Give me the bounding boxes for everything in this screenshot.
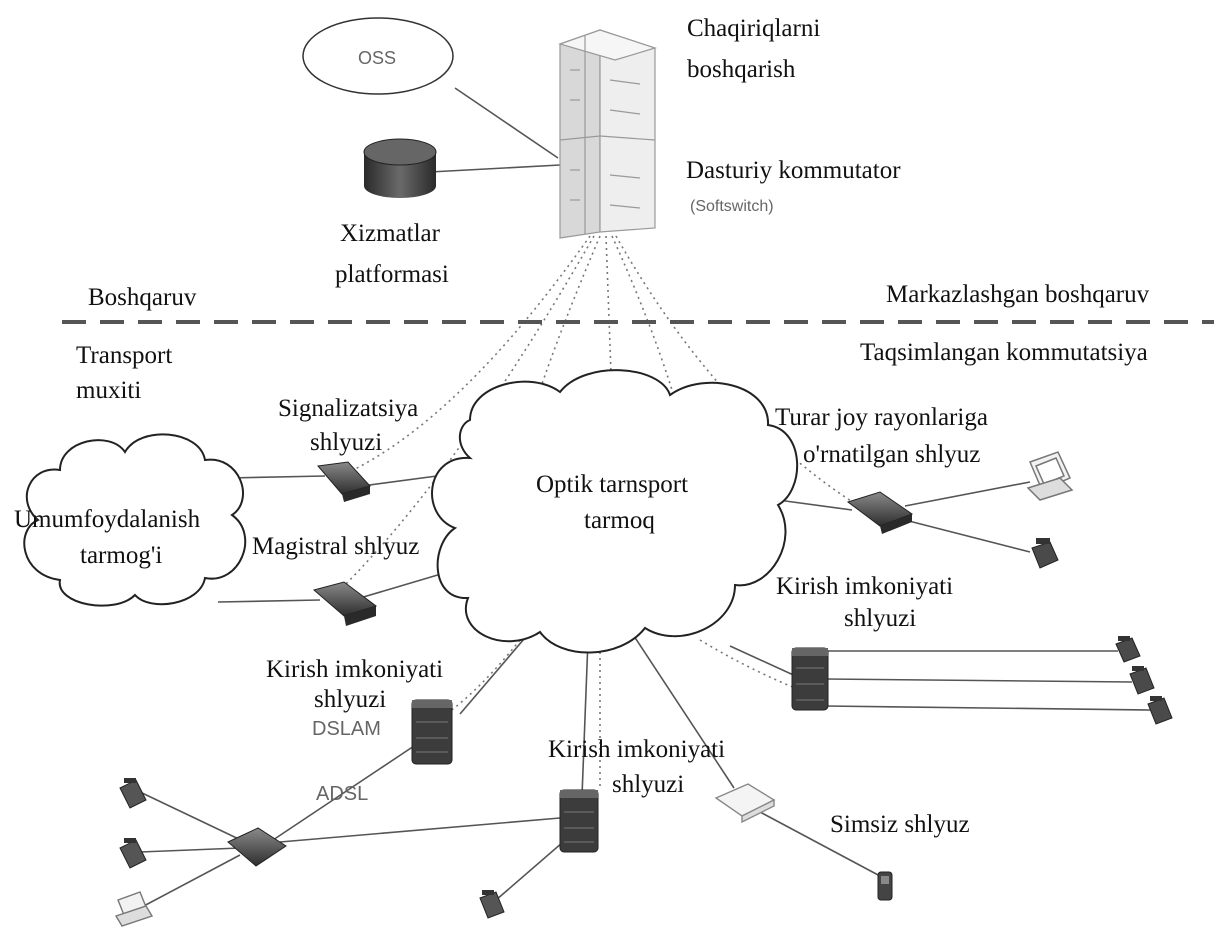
- signaling-gateway-icon: [317, 461, 371, 502]
- access-gateway-right-label-line2: shlyuzi: [844, 605, 917, 632]
- telephone-icon-right-3: [1147, 696, 1173, 725]
- adsl-label: ADSL: [316, 783, 369, 805]
- dotted-cloud-access-right: [699, 639, 801, 691]
- line-ar-phone3: [824, 705, 1151, 711]
- access-gateway-bottom-label-line2: shlyuzi: [612, 771, 685, 798]
- wireless-gateway-label: Simsiz shlyuz: [830, 811, 970, 838]
- oss-label: OSS: [358, 48, 397, 68]
- access-gateway-right-server-icon: [791, 647, 829, 711]
- telephone-icon-left-2: [119, 838, 147, 869]
- softswitch-sub-label: (Softswitch): [690, 198, 774, 215]
- call-control-label-line1: Chaqiriqlarni: [687, 15, 821, 42]
- line-modem-access-bottom: [279, 817, 561, 843]
- optical-network-label-line1: Optik tarnsport: [536, 471, 689, 498]
- residential-gateway-label-line2: o'rnatilgan shlyuz: [803, 441, 981, 468]
- line-modem-phone1: [139, 791, 246, 843]
- softswitch-server-icon: [558, 29, 658, 239]
- access-gateway-right-label-line1: Kirish imkoniyati: [776, 573, 954, 600]
- softswitch-name-label: Dasturiy kommutator: [686, 157, 901, 184]
- trunk-gateway-label: Magistral shlyuz: [252, 533, 420, 560]
- services-platform-cylinder-icon: [363, 138, 437, 198]
- telephone-icon-right-2: [1129, 666, 1155, 695]
- line-cloud-dslam: [459, 631, 531, 715]
- residential-gateway-label-line1: Turar joy rayonlariga: [775, 404, 988, 431]
- services-platform-label-line2: platformasi: [335, 261, 449, 288]
- dotted-softswitch-cloud-1: [539, 235, 601, 391]
- telephone-icon-residential: [1031, 538, 1059, 569]
- signaling-gateway-label-line1: Signalizatsiya: [278, 395, 419, 422]
- line-modem-phone3: [139, 854, 241, 909]
- connection-lines: [139, 87, 1151, 909]
- line-pstn-trunk: [217, 599, 321, 603]
- dotted-softswitch-cloud-3: [611, 235, 673, 391]
- computer-icon-left: [114, 891, 154, 927]
- dslam-label: DSLAM: [312, 718, 381, 740]
- mobile-phone-icon: [877, 871, 893, 901]
- access-gateway-bottom-server-icon: [559, 789, 599, 853]
- pstn-label-line1: Umumfoydalanish: [14, 506, 201, 533]
- dotted-cloud-dslam: [444, 639, 521, 716]
- line-res-pc: [904, 481, 1031, 507]
- residential-gateway-icon: [846, 491, 914, 534]
- line-wireless-mobile: [759, 811, 881, 877]
- line-dslam-modem: [269, 741, 421, 843]
- centralized-control-label: Markazlashgan boshqaruv: [886, 281, 1150, 308]
- optical-transport-cloud: [431, 369, 798, 654]
- line-cloud-access-bottom: [581, 639, 589, 797]
- line-access-bottom-phone: [495, 835, 571, 901]
- trunk-gateway-icon: [312, 581, 378, 626]
- dslam-server-icon: [411, 699, 453, 765]
- line-res-phone: [904, 519, 1031, 553]
- oss-ellipse: [302, 17, 454, 95]
- pstn-label-line2: tarmog'i: [80, 542, 163, 569]
- adsl-modem-icon: [227, 827, 287, 867]
- optical-network-label-line2: tarmoq: [584, 507, 655, 534]
- access-gateway-left-label-line2: shlyuzi: [314, 686, 387, 713]
- line-cloud-residential: [777, 499, 853, 511]
- line-pstn-signaling: [227, 475, 326, 479]
- line-cloud-wireless: [629, 629, 735, 789]
- access-gateway-bottom-label-line1: Kirish imkoniyati: [548, 736, 726, 763]
- access-gateway-left-label-line1: Kirish imkoniyati: [266, 656, 444, 683]
- telephone-icon-left-1: [119, 778, 147, 809]
- distributed-switching-label: Taqsimlangan kommutatsiya: [860, 339, 1148, 366]
- transport-label-line1: Transport: [76, 342, 173, 369]
- telephone-icon-bottom: [479, 890, 505, 919]
- line-cloud-access-right: [729, 645, 801, 679]
- computer-icon: [1026, 451, 1074, 501]
- line-oss-softswitch: [454, 87, 559, 159]
- transport-label-line2: muxiti: [76, 377, 142, 404]
- line-modem-phone2: [139, 847, 241, 853]
- control-label: Boshqaruv: [88, 284, 197, 311]
- signaling-gateway-label-line2: shlyuzi: [310, 429, 383, 456]
- dotted-softswitch-residential: [615, 235, 866, 511]
- line-ar-phone2: [824, 678, 1133, 683]
- services-platform-label-line1: Xizmatlar: [340, 220, 440, 247]
- call-control-label-line2: boshqarish: [687, 56, 796, 83]
- line-services-softswitch: [429, 164, 561, 173]
- wireless-gateway-icon: [714, 783, 776, 824]
- telephone-icon-right-1: [1115, 636, 1141, 663]
- pstn-cloud: [23, 433, 247, 607]
